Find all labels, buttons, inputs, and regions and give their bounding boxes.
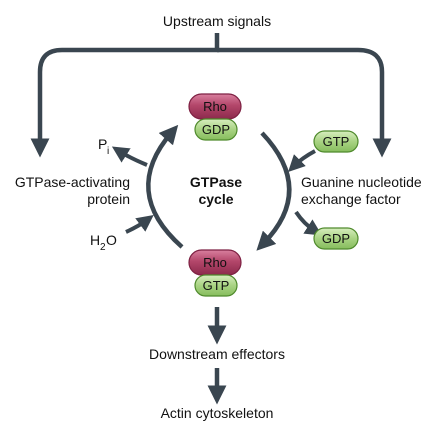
gap-label-line1: GTPase-activating <box>15 174 130 190</box>
gdp-output-arrow <box>294 210 323 236</box>
gdp-label-output: GDP <box>322 231 350 246</box>
rho-label-top: Rho <box>203 99 227 114</box>
h2o-label: H 2 O <box>90 232 117 253</box>
gap-label-line2: protein <box>87 191 130 207</box>
cycle-arc-right <box>256 131 292 251</box>
h2o-input-arrow <box>125 214 154 234</box>
gtp-label-input: GTP <box>323 134 350 149</box>
gtp-pill-bottom <box>194 274 238 297</box>
gdp-label-top: GDP <box>202 122 230 137</box>
cycle-title-line1: GTPase <box>190 174 242 190</box>
h2o-subscript: 2 <box>100 242 106 253</box>
rho-gtp-complex: Rho GTP <box>188 249 242 297</box>
downstream-effectors-label: Downstream effectors <box>149 346 285 362</box>
cycle-title-line2: cycle <box>198 191 233 207</box>
gef-label-line1: Guanine nucleotide <box>301 174 422 190</box>
h2o-o: O <box>106 232 117 248</box>
pi-main: P <box>98 136 107 152</box>
gdp-pill-output <box>313 227 359 250</box>
h2o-h: H <box>90 232 100 248</box>
pi-subscript: i <box>107 146 109 157</box>
rho-gdp-complex: Rho GDP <box>188 93 242 141</box>
cycle-arc-left <box>146 124 184 249</box>
upstream-right-arrow <box>217 47 392 158</box>
pi-release-arrow <box>111 146 148 167</box>
upstream-signals-label: Upstream signals <box>163 13 271 29</box>
gef-label-line2: exchange factor <box>301 191 401 207</box>
pi-label: P i <box>98 136 109 157</box>
rho-label-bottom: Rho <box>203 255 227 270</box>
gtp-label-bottom: GTP <box>203 278 230 293</box>
gtp-pill-input <box>313 130 359 153</box>
gdp-pill-top <box>194 118 238 141</box>
upstream-left-arrow <box>30 33 220 158</box>
actin-cytoskeleton-label: Actin cytoskeleton <box>161 405 274 421</box>
gtp-input-arrow <box>288 149 316 172</box>
